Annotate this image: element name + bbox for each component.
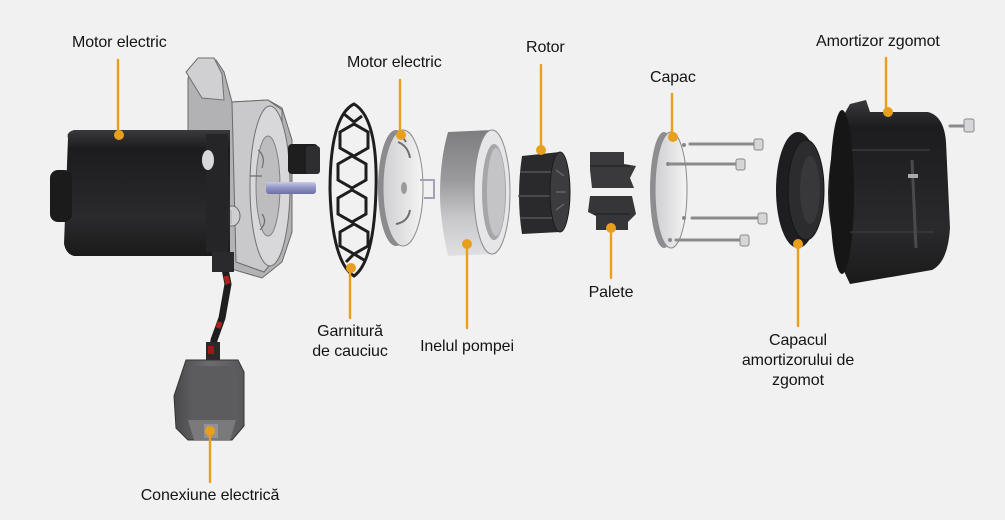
dot-conexiune <box>205 426 215 436</box>
capacul-amortizorului-part <box>776 132 825 248</box>
dot-motor-electric <box>114 130 124 140</box>
dot-motor-electric-plate <box>396 130 406 140</box>
capac-part <box>650 131 688 249</box>
label-motor-electric-plate: Motor electric <box>347 54 442 71</box>
label-palete: Palete <box>588 284 634 301</box>
rotor-part <box>518 151 571 234</box>
motor-electric-part <box>50 57 320 359</box>
label-capacul-line2: amortizorului de <box>741 352 855 369</box>
amortizor-zgomot-part <box>828 100 950 284</box>
conexiune-electrica-part <box>173 342 245 441</box>
label-rotor: Rotor <box>526 39 565 56</box>
label-amortizor-zgomot: Amortizor zgomot <box>816 33 940 50</box>
garnitura-part <box>328 102 378 278</box>
label-conexiune-electrica: Conexiune electrică <box>140 487 280 504</box>
label-capacul-line3: zgomot <box>772 372 824 389</box>
label-garnitura-line2: de cauciuc <box>312 343 388 360</box>
motor-electric-plate-part <box>378 129 435 247</box>
dot-capacul-amortizorului <box>793 239 803 249</box>
dot-palete <box>606 223 616 233</box>
palete-part <box>588 152 636 230</box>
label-garnitura-line1: Garnitură <box>317 323 383 340</box>
label-inelul-pompei: Inelul pompei <box>420 338 514 355</box>
dot-capac <box>668 132 678 142</box>
label-capacul-amortizorului: Capacul amortizorului de zgomot <box>742 331 854 391</box>
leader-lines <box>114 56 893 484</box>
label-motor-electric: Motor electric <box>72 34 167 51</box>
dot-garnitura <box>346 263 356 273</box>
dot-amortizor <box>883 107 893 117</box>
label-garnitura-de-cauciuc: Garnitură de cauciuc <box>312 322 388 362</box>
label-capac: Capac <box>650 69 696 86</box>
dot-inelul-pompei <box>462 239 472 249</box>
label-capacul-line1: Capacul <box>768 332 828 349</box>
inelul-pompei-part <box>440 129 511 256</box>
dot-rotor <box>536 145 546 155</box>
